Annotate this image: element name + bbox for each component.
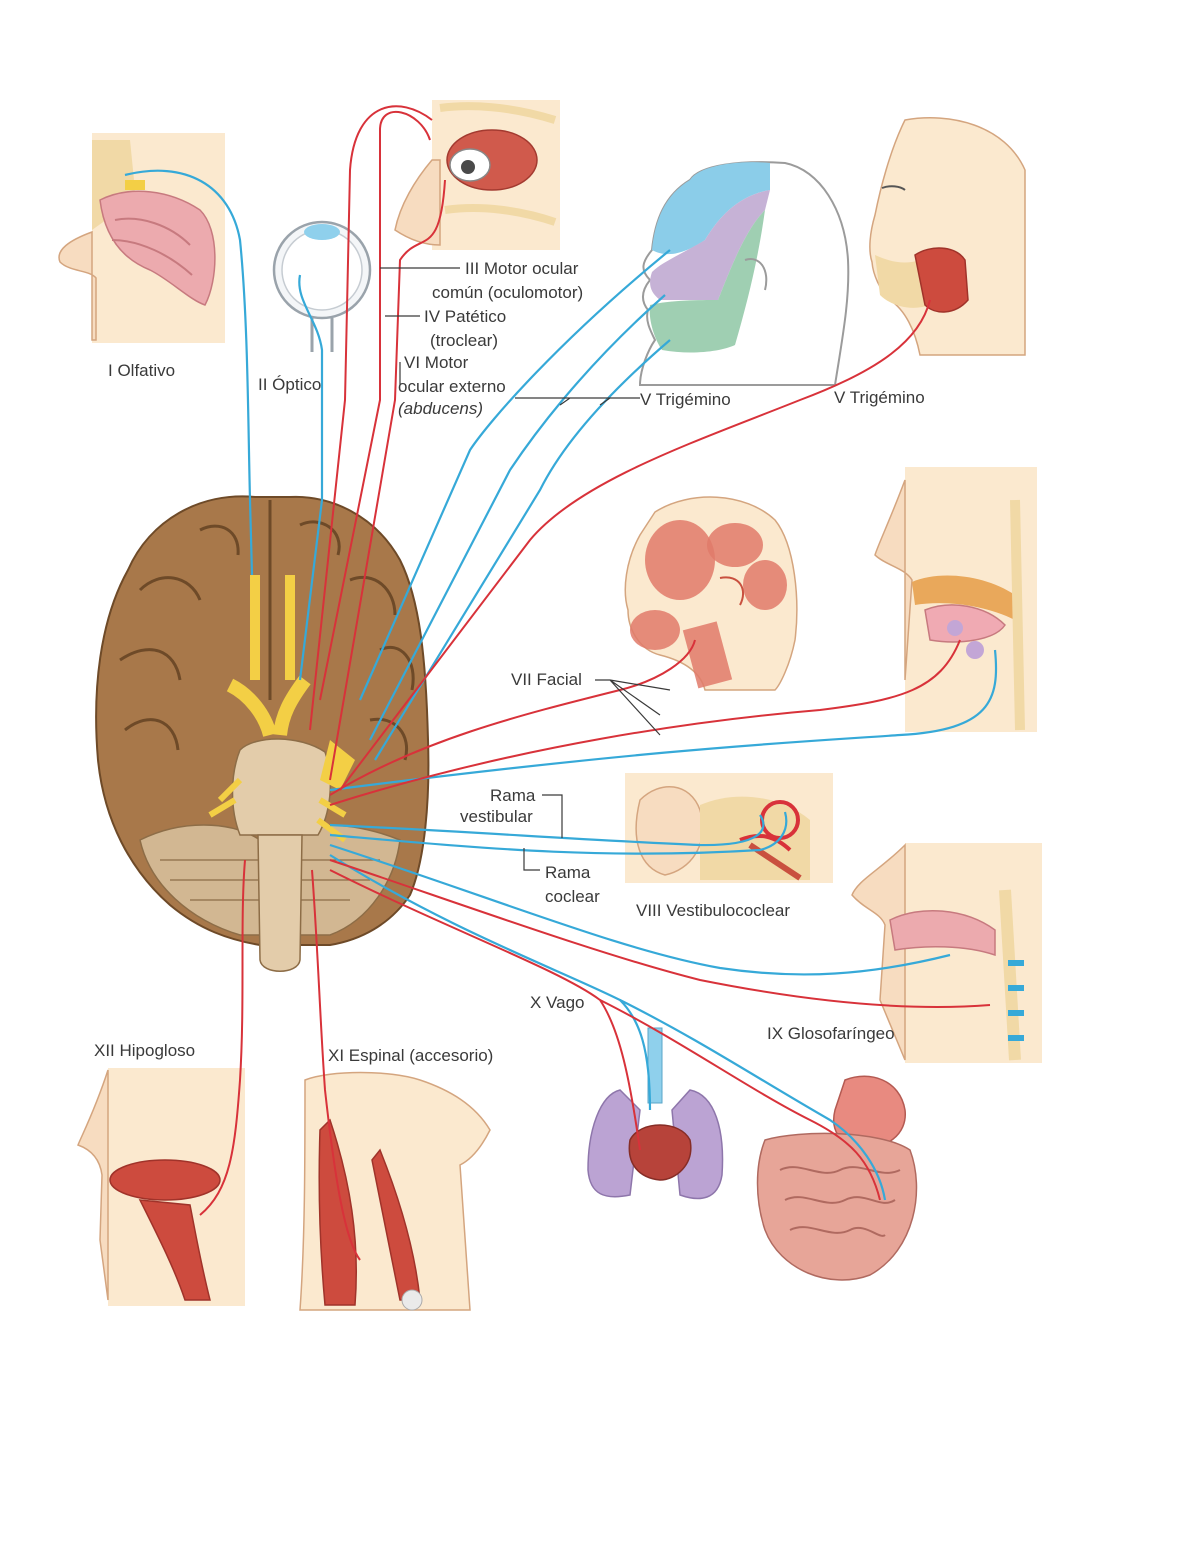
label-oculomotor-line2: común (oculomotor) — [432, 283, 584, 302]
ear-illustration — [625, 773, 833, 883]
vagus-sensory-abdominal — [619, 999, 887, 1201]
label-trigeminal-sensory: V Trigémino — [640, 390, 731, 409]
trigeminal-sensory-maxillary — [369, 294, 666, 741]
label-vestibulocochlear: VIII Vestibulococlear — [636, 901, 791, 920]
vagus-motor-abdominal — [599, 999, 881, 1201]
digestive-illustration — [756, 1075, 918, 1281]
optic-nerve — [298, 274, 324, 681]
oculomotor-nerve — [319, 111, 431, 701]
lungs-heart-illustration — [587, 1027, 724, 1200]
vagus-motor — [329, 869, 641, 1151]
cochlear-branch — [329, 811, 788, 855]
facial-motor-salivary — [329, 639, 961, 806]
label-abducens-line2: ocular externo — [398, 377, 506, 396]
olfactory-nerve — [124, 169, 254, 576]
olfactory-nose-illustration — [58, 133, 225, 343]
neck-accessory-illustration — [299, 1071, 491, 1311]
glossopharyngeal-sensory — [329, 843, 951, 976]
facial-sensory-tongue — [329, 649, 998, 792]
label-leader-lines — [380, 267, 671, 871]
brain-inferior-view — [95, 495, 430, 972]
label-cochlear-line2: coclear — [545, 887, 600, 906]
optic-eye-illustration — [272, 220, 372, 352]
vagus-sensory — [329, 854, 652, 1111]
glossopharyngeal-motor — [329, 859, 991, 1008]
pharynx-illustration — [851, 843, 1042, 1063]
label-oculomotor-line1: III Motor ocular — [465, 259, 579, 278]
label-trigeminal-motor: V Trigémino — [834, 388, 925, 407]
label-glossopharyngeal: IX Glosofaríngeo — [767, 1024, 895, 1043]
label-accessory: XI Espinal (accesorio) — [328, 1046, 494, 1065]
trigeminal-motor — [339, 299, 931, 791]
label-vestibular-line2: vestibular — [460, 807, 533, 826]
label-hypoglossal: XII Hipogloso — [94, 1041, 196, 1060]
face-dermatome-illustration — [638, 161, 850, 386]
label-optic: II Óptico — [258, 375, 322, 394]
label-facial: VII Facial — [511, 670, 582, 689]
label-vestibular-line1: Rama — [490, 786, 536, 805]
label-cochlear-line1: Rama — [545, 863, 591, 882]
hypoglossal-nerve — [199, 859, 246, 1216]
sensory-nerve-lines — [124, 169, 998, 1201]
label-vagus: X Vago — [530, 993, 585, 1012]
trigeminal-sensory-mandibular — [374, 339, 671, 761]
abducens-nerve — [329, 179, 446, 781]
orbit-eye-muscles-illustration — [394, 100, 560, 250]
trigeminal-sensory-ophthalmic — [358, 249, 671, 701]
motor-nerve-lines — [199, 105, 991, 1261]
facial-muscles-illustration — [624, 496, 798, 691]
label-abducens-line1: VI Motor — [404, 353, 469, 372]
label-trochlear-line1: IV Patético — [424, 307, 507, 326]
facial-motor — [329, 639, 696, 796]
mouth-throat-illustration — [874, 467, 1037, 732]
trochlear-nerve — [309, 105, 433, 731]
jaw-muscles-illustration — [869, 117, 1026, 356]
label-abducens-line3: (abducens) — [398, 399, 484, 418]
label-olfactory: I Olfativo — [108, 361, 176, 380]
tongue-hypoglossal-illustration — [77, 1068, 245, 1306]
label-trochlear-line2: (troclear) — [430, 331, 499, 350]
vestibular-branch — [329, 814, 765, 847]
accessory-nerve — [311, 869, 361, 1261]
